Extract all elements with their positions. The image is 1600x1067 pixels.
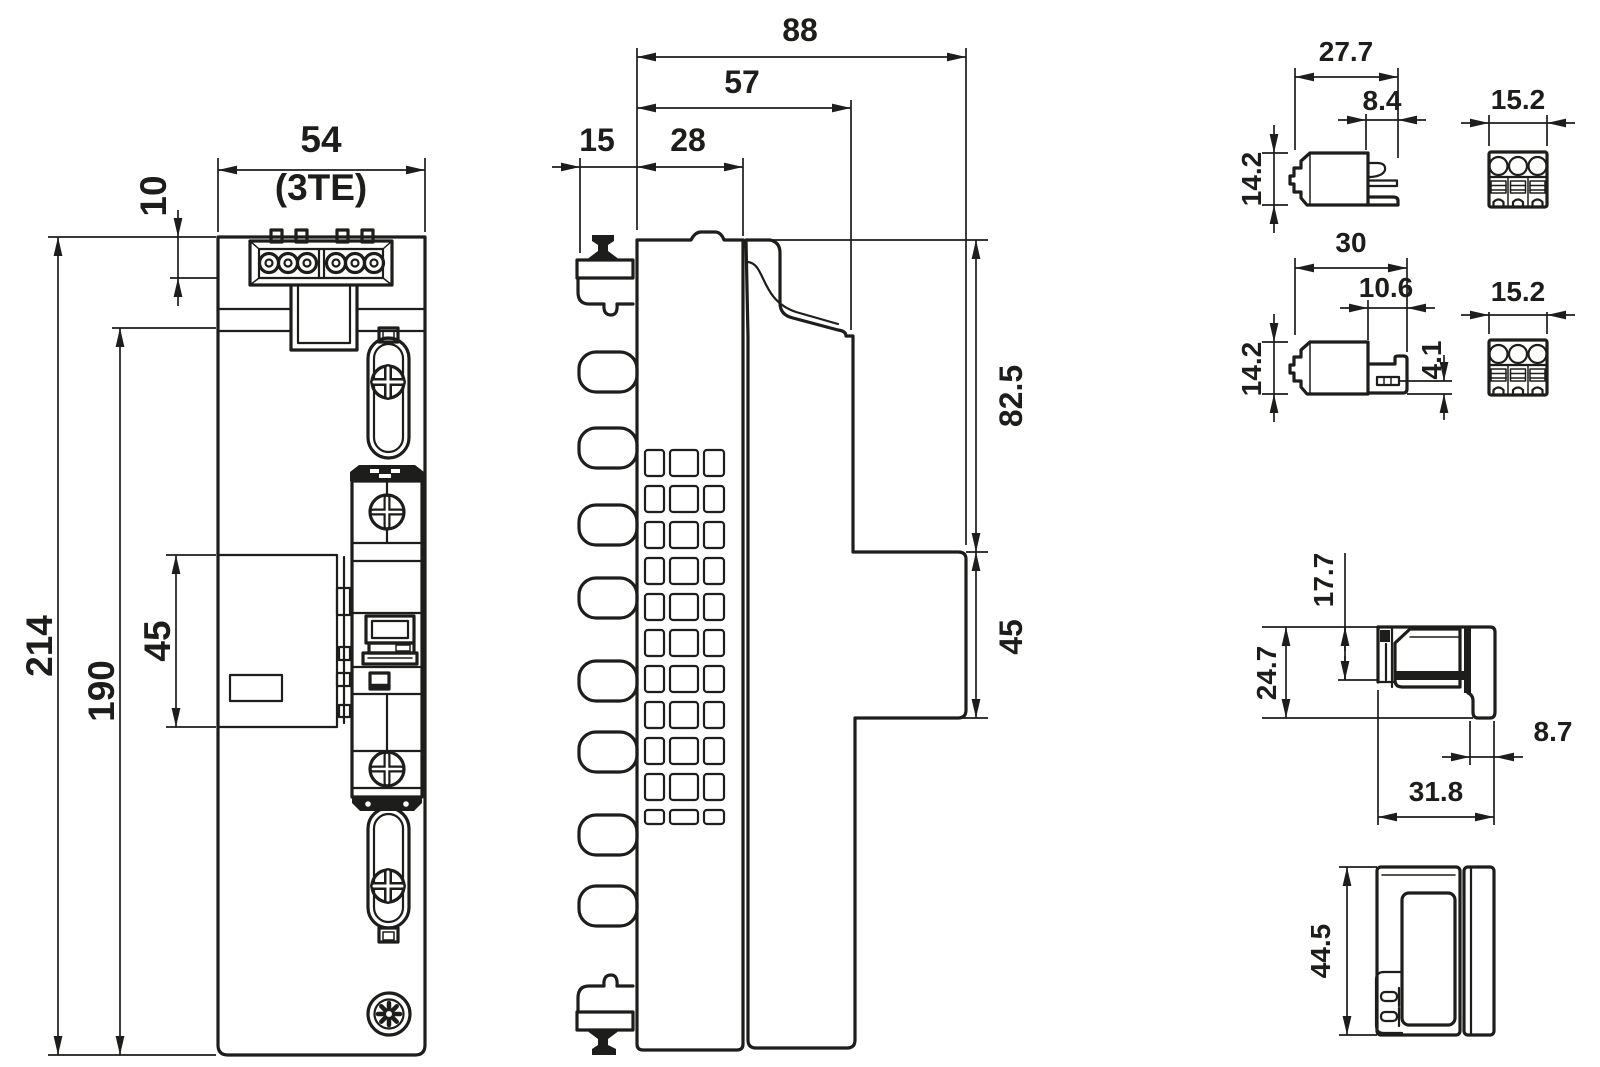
foot bbox=[1366, 195, 1400, 207]
dim-front-width: 54 bbox=[300, 119, 342, 160]
terminal-screws bbox=[257, 251, 386, 275]
connector-detail-small: 27.7 8.4 14.2 15.2 bbox=[1236, 36, 1575, 233]
rail-slab-front bbox=[1462, 865, 1496, 1037]
dim-connector-large-width: 30 bbox=[1335, 227, 1366, 258]
dim-module-rail-depth: 8.7 bbox=[1534, 716, 1573, 747]
torx-screw-icon bbox=[366, 991, 412, 1037]
connector-small-front-view bbox=[1487, 150, 1549, 209]
dim-front-terminal-offset: 10 bbox=[133, 175, 174, 216]
plug-tunnel bbox=[289, 283, 359, 352]
dim-connector-small-pin-inset: 8.4 bbox=[1363, 85, 1402, 116]
side-view: 88 57 15 28 82.5 45 bbox=[552, 12, 1029, 1055]
module-side-dimensions: 17.7 24.7 8.7 31.8 bbox=[1251, 553, 1572, 825]
module-slab bbox=[744, 238, 968, 1050]
module-front-dimensions: 44.5 bbox=[1305, 866, 1377, 1036]
dim-connector-large-height: 14.2 bbox=[1236, 342, 1267, 397]
connector-large-front-view bbox=[1487, 338, 1549, 397]
dim-front-width-note: (3TE) bbox=[275, 167, 368, 208]
device-body-outline bbox=[216, 235, 427, 1057]
front-view-dimensions: 54 (3TE) 10 214 190 45 bbox=[19, 119, 426, 1056]
module-slab-inner-line bbox=[746, 260, 840, 326]
plug-contact bbox=[1380, 630, 1390, 642]
dim-front-din-section: 45 bbox=[137, 620, 178, 661]
dim-side-depth-upper: 57 bbox=[724, 64, 760, 100]
side-view-dimensions: 88 57 15 28 82.5 45 bbox=[552, 12, 1029, 719]
din-section-band bbox=[216, 553, 339, 729]
phillips-screw-upper-icon bbox=[370, 364, 406, 400]
mcb-screw-top-icon bbox=[368, 493, 406, 531]
dim-side-upper-height: 82.5 bbox=[993, 365, 1029, 427]
connector-large-side-view bbox=[1288, 340, 1409, 396]
side-main-body bbox=[635, 230, 745, 1052]
connector-small-dimensions: 27.7 8.4 14.2 15.2 bbox=[1236, 36, 1575, 233]
dim-side-clip-depth: 15 bbox=[579, 122, 615, 158]
contact-bar bbox=[1394, 671, 1470, 680]
test-socket-upper bbox=[366, 326, 411, 460]
dim-side-body-depth: 28 bbox=[670, 122, 706, 158]
mcb-screw-bottom-icon bbox=[368, 750, 406, 788]
module-front-outline bbox=[1375, 865, 1462, 1037]
dim-front-height-body: 190 bbox=[81, 660, 122, 722]
dim-connector-small-width: 27.7 bbox=[1319, 36, 1374, 67]
module-front-window bbox=[1400, 891, 1457, 1027]
module-base-outline bbox=[1376, 625, 1497, 720]
dim-connector-large-pin-offset: 4.1 bbox=[1416, 341, 1447, 380]
din-clip-bottom bbox=[575, 973, 635, 1055]
solder-pins bbox=[1375, 375, 1401, 387]
vent-grid bbox=[643, 448, 726, 826]
release-latch bbox=[1374, 970, 1404, 1035]
dim-side-depth-total: 88 bbox=[782, 12, 818, 48]
dim-connector-large-pin-inset: 10.6 bbox=[1359, 272, 1414, 303]
module-inner-block bbox=[1393, 627, 1462, 689]
contact-pin bbox=[1366, 179, 1399, 188]
connector-large-dimensions: 30 10.6 14.2 4.1 15.2 bbox=[1236, 227, 1575, 422]
dim-module-width: 31.8 bbox=[1409, 776, 1464, 807]
din-clip-top bbox=[575, 235, 635, 317]
body-top-joint-lines bbox=[216, 307, 427, 333]
dim-front-height-total: 214 bbox=[19, 615, 60, 677]
module-side-view: 17.7 24.7 8.7 31.8 bbox=[1251, 553, 1572, 825]
dim-module-height: 24.7 bbox=[1251, 646, 1282, 701]
dim-connector-large-front-width: 15.2 bbox=[1491, 276, 1546, 307]
front-view: 54 (3TE) 10 214 190 45 bbox=[19, 119, 427, 1057]
dim-side-module-height: 45 bbox=[993, 619, 1029, 655]
connector-small-side-view bbox=[1288, 151, 1400, 207]
mcb-breaker bbox=[335, 465, 424, 811]
plug-step bbox=[1366, 354, 1409, 395]
cooling-fins bbox=[577, 350, 639, 928]
mcb-toggle bbox=[361, 614, 419, 666]
rail-slab-wall bbox=[1464, 627, 1471, 693]
terminal-block bbox=[248, 228, 394, 287]
dim-module-plug-depth: 17.7 bbox=[1308, 553, 1339, 608]
dim-connector-small-front-width: 15.2 bbox=[1491, 84, 1546, 115]
latch-hook bbox=[1366, 161, 1387, 179]
label-window bbox=[228, 673, 284, 703]
connector-detail-large: 30 10.6 14.2 4.1 15.2 bbox=[1236, 227, 1575, 422]
phillips-screw-lower-icon bbox=[370, 868, 406, 904]
dim-module-front-height: 44.5 bbox=[1305, 924, 1336, 979]
test-socket-lower bbox=[366, 806, 411, 944]
module-front-view: 44.5 bbox=[1305, 865, 1496, 1037]
mcb-indicator-window bbox=[368, 671, 391, 691]
dim-connector-small-height: 14.2 bbox=[1236, 152, 1267, 207]
